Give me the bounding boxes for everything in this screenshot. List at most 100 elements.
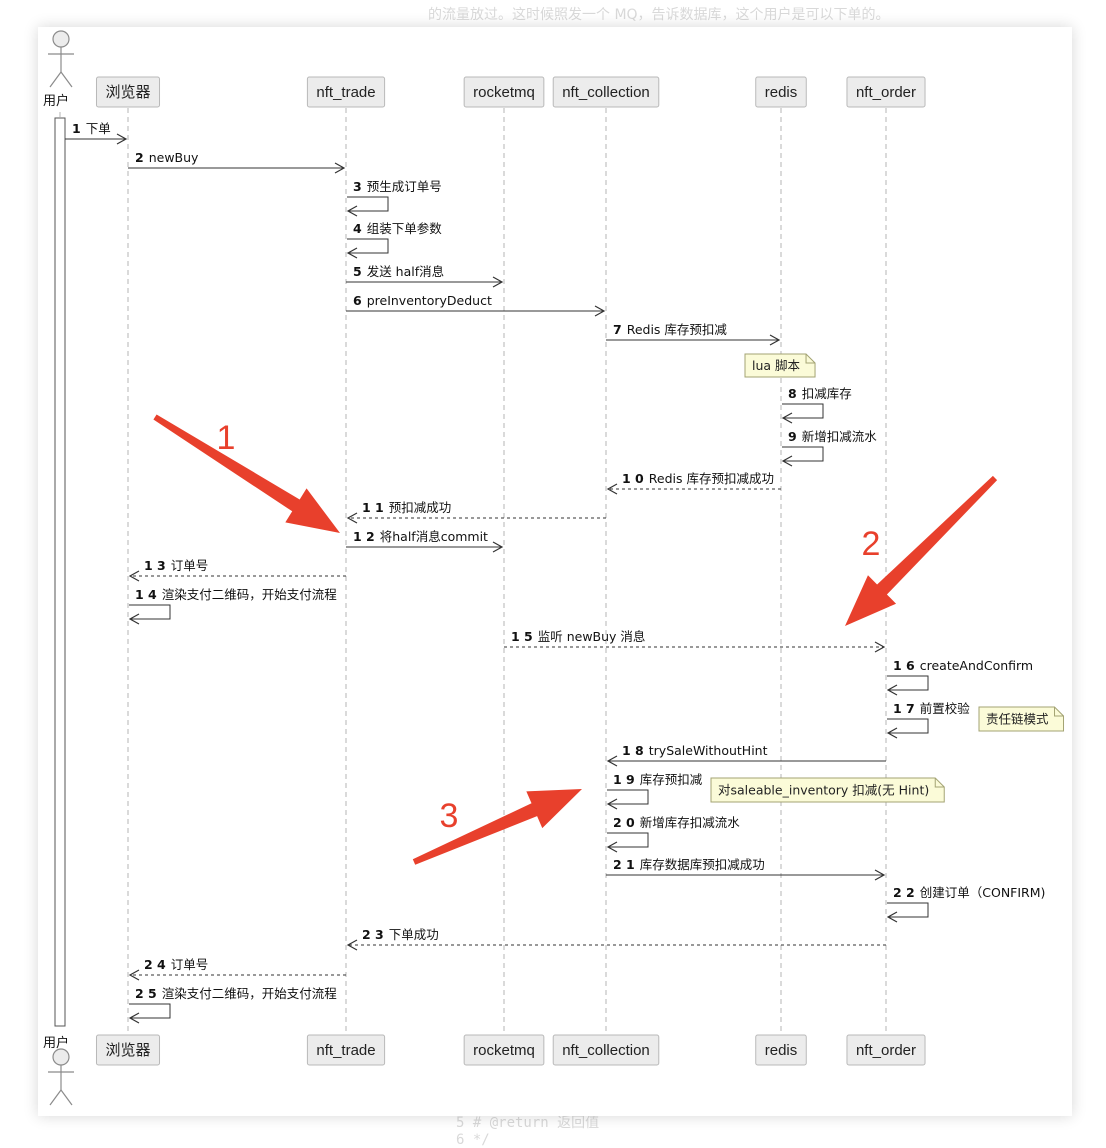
message-number: 2 1 xyxy=(613,857,635,872)
message-text: 新增扣减流水 xyxy=(802,429,878,444)
message-number: 1 4 xyxy=(135,587,157,602)
message-number: 2 2 xyxy=(893,885,915,900)
message-number: 2 4 xyxy=(144,957,166,972)
message-number: 6 xyxy=(353,293,362,308)
message-text: 下单成功 xyxy=(389,927,439,942)
participant-label: 浏览器 xyxy=(105,1042,150,1059)
message-12: 1 2 将half消息commit xyxy=(346,529,504,553)
message-text: 监听 newBuy 消息 xyxy=(538,629,646,644)
background-text: 的流量放过。这时候照发一个 MQ，告诉数据库，这个用户是可以下单的。 xyxy=(428,7,890,23)
message-label: 2 newBuy xyxy=(135,150,199,165)
message-number: 3 xyxy=(353,179,362,194)
message-18: 1 8 trySaleWithoutHint xyxy=(606,743,886,767)
note-0: lua 脚本 xyxy=(744,353,816,378)
participant-box-top-0: 浏览器 xyxy=(95,76,161,108)
message-text: 将half消息commit xyxy=(380,529,488,544)
message-text: 下单 xyxy=(86,121,111,136)
message-number: 5 xyxy=(353,264,362,279)
actor-figure-bottom: 用户 xyxy=(43,1035,74,1106)
message-label: 2 2 创建订单（CONFIRM) xyxy=(893,885,1045,900)
participant-box-top-5: nft_order xyxy=(846,76,926,108)
red-arrow-label: 2 xyxy=(862,525,881,563)
message-number: 1 0 xyxy=(622,471,644,486)
message-label: 1 下单 xyxy=(72,121,111,136)
actor-activation-bar xyxy=(54,117,66,1027)
message-text: 扣减库存 xyxy=(802,386,852,401)
note-2: 对saleable_inventory 扣减(无 Hint) xyxy=(710,777,945,803)
message-1: 1 下单 xyxy=(65,121,128,145)
message-number: 1 8 xyxy=(622,743,644,758)
message-25: 2 5 渲染支付二维码，开始支付流程 xyxy=(128,986,337,1024)
message-number: 2 xyxy=(135,150,144,165)
message-text: newBuy xyxy=(149,150,199,165)
message-2: 2 newBuy xyxy=(128,150,346,174)
message-text: 创建订单（CONFIRM) xyxy=(920,885,1046,900)
actor-label: 用户 xyxy=(43,1035,69,1051)
message-text: preInventoryDeduct xyxy=(367,293,492,308)
message-21: 2 1 库存数据库预扣减成功 xyxy=(606,857,886,881)
red-arrow-2 xyxy=(845,475,998,626)
background-code-line: 6 */ xyxy=(456,1132,490,1148)
message-number: 4 xyxy=(353,221,362,236)
participant-label: nft_collection xyxy=(562,84,650,101)
actor-label: 用户 xyxy=(43,93,69,109)
message-label: 2 5 渲染支付二维码，开始支付流程 xyxy=(135,986,337,1001)
participant-label: 浏览器 xyxy=(105,84,150,101)
message-number: 1 xyxy=(72,121,81,136)
participant-label: redis xyxy=(765,84,798,101)
message-text: 库存预扣减 xyxy=(640,772,703,787)
red-arrow-1 xyxy=(153,414,340,533)
red-annotations: 123 xyxy=(153,414,998,865)
message-text: 渲染支付二维码，开始支付流程 xyxy=(162,986,338,1001)
message-number: 2 3 xyxy=(362,927,384,942)
message-6: 6 preInventoryDeduct xyxy=(346,293,606,317)
participant-box-top-2: rocketmq xyxy=(463,76,545,108)
note-1: 责任链模式 xyxy=(978,706,1065,732)
message-text: Redis 库存预扣减 xyxy=(627,322,728,337)
red-arrow-label: 3 xyxy=(440,797,459,835)
message-label: 3 预生成订单号 xyxy=(353,179,442,194)
message-number: 8 xyxy=(788,386,797,401)
message-number: 2 5 xyxy=(135,986,157,1001)
message-text: 预生成订单号 xyxy=(367,179,442,194)
message-number: 1 7 xyxy=(893,701,915,716)
message-8: 8 扣减库存 xyxy=(781,386,852,424)
participants: 浏览器浏览器nft_tradenft_traderocketmqrocketmq… xyxy=(95,76,926,1066)
participant-label: nft_collection xyxy=(562,1042,650,1059)
note-text: 责任链模式 xyxy=(986,712,1049,727)
message-label: 2 3 下单成功 xyxy=(362,927,439,942)
message-text: trySaleWithoutHint xyxy=(649,743,768,758)
participant-label: nft_order xyxy=(856,84,916,101)
message-number: 1 3 xyxy=(144,558,166,573)
participant-label: nft_trade xyxy=(316,84,375,101)
participant-box-bottom-4: redis xyxy=(755,1034,807,1066)
message-text: 发送 half消息 xyxy=(367,264,444,279)
participant-box-top-1: nft_trade xyxy=(306,76,386,108)
message-text: 库存数据库预扣减成功 xyxy=(640,857,765,872)
participant-box-bottom-5: nft_order xyxy=(846,1034,926,1066)
message-label: 6 preInventoryDeduct xyxy=(353,293,492,308)
message-number: 1 6 xyxy=(893,658,915,673)
message-22: 2 2 创建订单（CONFIRM) xyxy=(886,885,1045,923)
participant-label: redis xyxy=(765,1042,798,1059)
participant-box-top-3: nft_collection xyxy=(552,76,660,108)
message-number: 1 2 xyxy=(353,529,375,544)
message-label: 8 扣减库存 xyxy=(788,386,852,401)
